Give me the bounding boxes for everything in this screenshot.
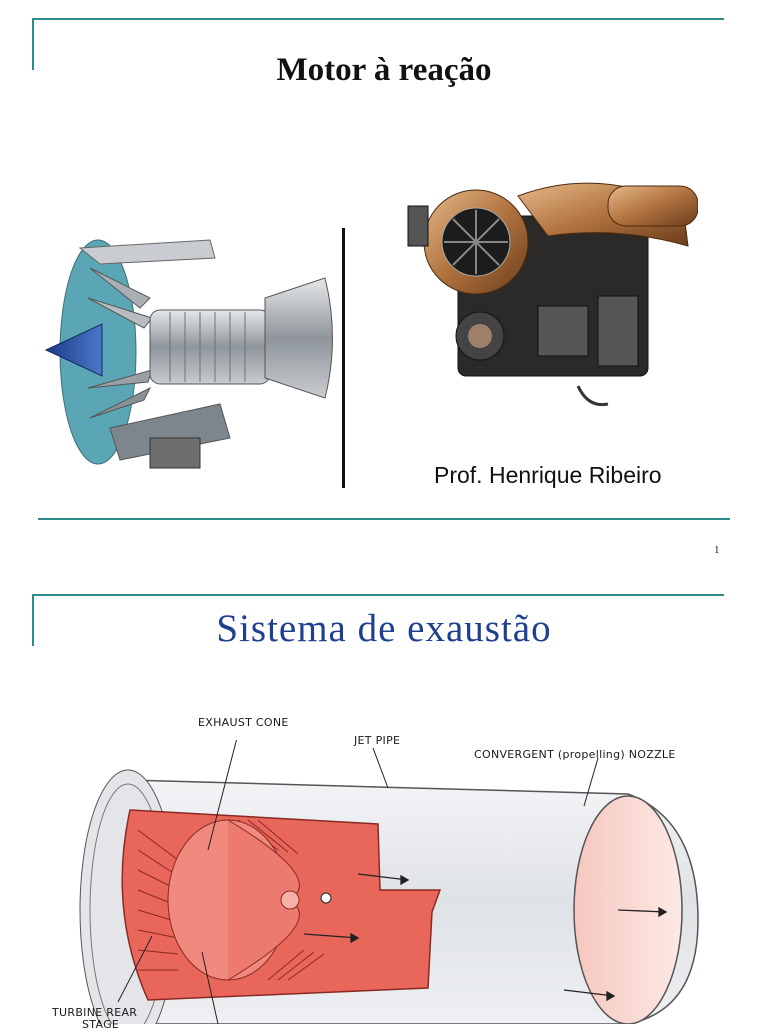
callout-convergent-nozzle: CONVERGENT (propelling) NOZZLE [474,748,676,761]
callout-turbine-rear-stage: TURBINE REAR [52,1006,138,1019]
slide1-divider-vertical [342,228,345,488]
exhaust-system-diagram [79,740,699,1024]
slide2-title: Sistema de exaustão [216,607,552,650]
slide2-corner-vertical-rule [32,594,34,646]
slide1-corner-vertical-rule [32,18,34,70]
callout-jet-pipe: JET PIPE [354,734,401,747]
author-name: Prof. Henrique Ribeiro [434,462,662,488]
callout-exhaust-cone: EXHAUST CONE [198,716,289,729]
page-number: 1 [714,544,720,556]
slide1-title: Motor à reação [276,52,492,88]
turbofan-engine-image [44,239,333,469]
turboshaft-engine-image [407,182,698,407]
slide2-corner-horizontal-rule [32,594,724,596]
slide1-bottom-rule [38,518,730,520]
callout-turbine-rear-stage-line2: STAGE [82,1018,120,1031]
slide1-corner-horizontal-rule [32,18,724,20]
